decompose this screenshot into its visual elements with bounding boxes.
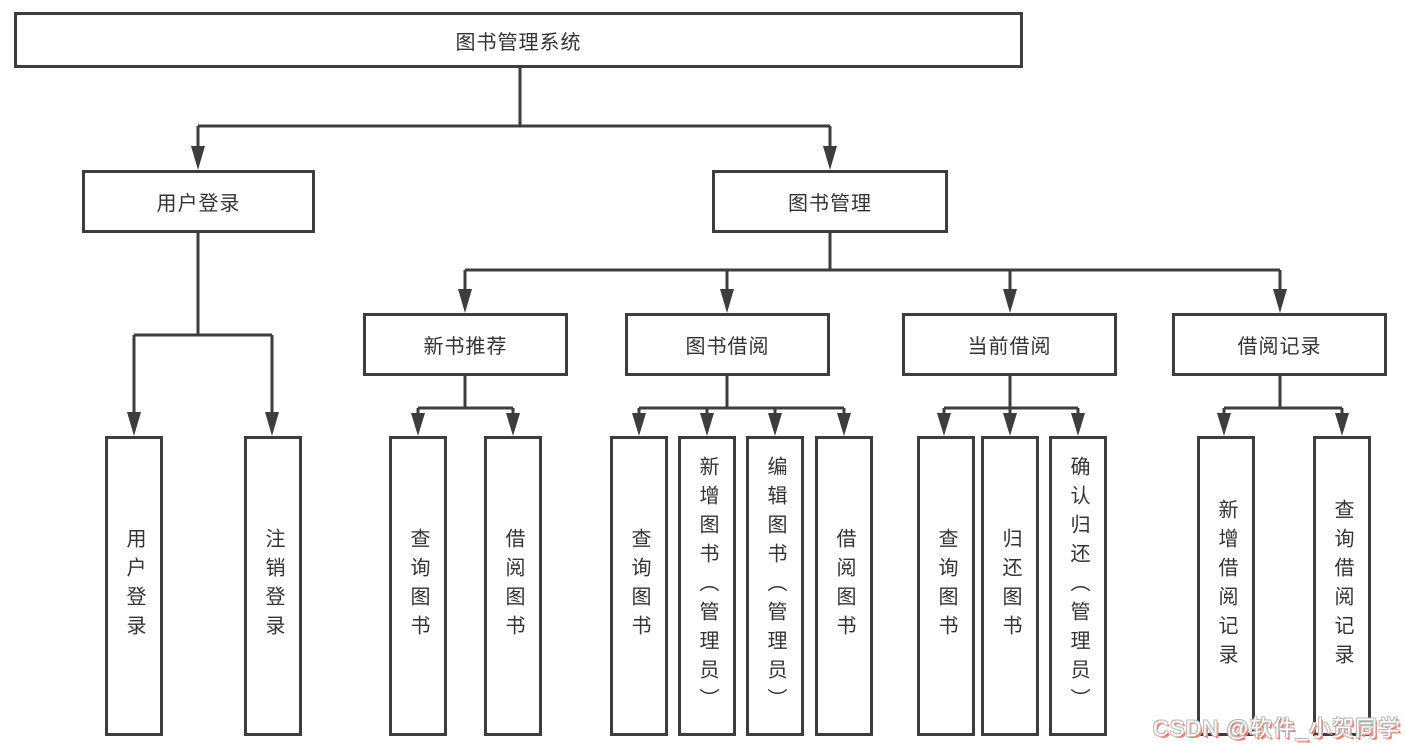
leaf-confirm-return-admin-label: 确认归还（管理员） [1067, 455, 1089, 717]
node-current-borrow: 当前借阅 [902, 313, 1117, 376]
leaf-logout: 注销登录 [244, 436, 302, 736]
node-new-book-recommendation: 新书推荐 [363, 313, 568, 376]
leaf-logout-label: 注销登录 [262, 528, 284, 644]
leaf-edit-book-admin: 编辑图书（管理员） [746, 436, 804, 736]
leaf-add-book-admin-label: 新增图书（管理员） [696, 455, 718, 717]
leaf-user-login-label: 用户登录 [123, 528, 145, 644]
leaf-query-books-borrow-label: 查询图书 [628, 528, 650, 644]
leaf-add-borrow-record-label: 新增借阅记录 [1215, 499, 1237, 673]
leaf-query-books-current: 查询图书 [917, 436, 975, 736]
node-borrow-records-label: 借阅记录 [1237, 336, 1322, 358]
node-book-management-label: 图书管理 [788, 193, 872, 215]
leaf-query-books-recommend: 查询图书 [389, 436, 447, 736]
node-user-login-label: 用户登录 [156, 193, 241, 215]
leaf-add-borrow-record: 新增借阅记录 [1197, 436, 1255, 736]
node-root-system: 图书管理系统 [14, 12, 1023, 68]
node-book-borrow-label: 图书借阅 [685, 336, 770, 358]
leaf-confirm-return-admin: 确认归还（管理员） [1049, 436, 1107, 736]
leaf-query-borrow-record-label: 查询借阅记录 [1331, 499, 1353, 673]
leaf-query-books-current-label: 查询图书 [935, 528, 957, 644]
node-root-label: 图书管理系统 [455, 31, 582, 54]
node-user-login: 用户登录 [82, 170, 315, 233]
leaf-return-book: 归还图书 [981, 436, 1039, 736]
leaf-borrow-books-recommend-label: 借阅图书 [502, 528, 524, 644]
node-new-book-recommendation-label: 新书推荐 [423, 336, 508, 358]
leaf-borrow-books-recommend: 借阅图书 [484, 436, 542, 736]
leaf-borrow-books-label: 借阅图书 [833, 528, 855, 644]
leaf-query-borrow-record: 查询借阅记录 [1313, 436, 1371, 736]
leaf-return-book-label: 归还图书 [999, 528, 1021, 644]
node-book-management: 图书管理 [712, 170, 948, 233]
node-current-borrow-label: 当前借阅 [967, 336, 1052, 358]
csdn-watermark: CSDN @软件_小贺同学 [1152, 716, 1401, 741]
leaf-query-books-borrow: 查询图书 [610, 436, 668, 736]
leaf-query-books-recommend-label: 查询图书 [407, 528, 429, 644]
node-book-borrow: 图书借阅 [625, 313, 830, 376]
node-borrow-records: 借阅记录 [1172, 313, 1387, 376]
leaf-add-book-admin: 新增图书（管理员） [678, 436, 736, 736]
leaf-borrow-books: 借阅图书 [815, 436, 873, 736]
leaf-edit-book-admin-label: 编辑图书（管理员） [764, 455, 786, 717]
leaf-user-login: 用户登录 [105, 436, 163, 736]
